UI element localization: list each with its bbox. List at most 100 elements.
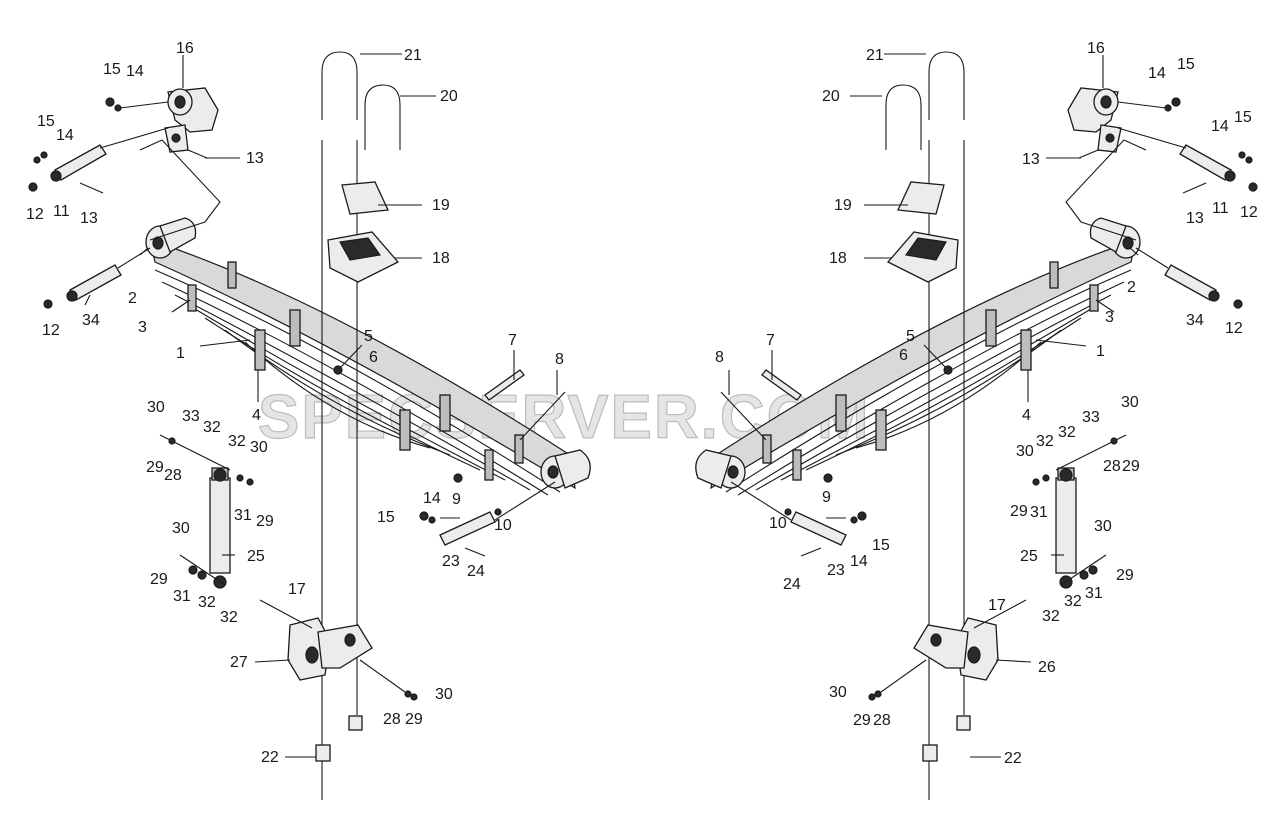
label: 24	[467, 563, 485, 580]
label: 13	[1186, 210, 1204, 227]
label: 19	[834, 197, 852, 214]
label: 31	[1030, 504, 1048, 521]
label: 29	[1116, 567, 1134, 584]
right-labels: 21 20 16 14 15 13 14 15 12 13 11 19 1 8 2…	[715, 40, 1258, 767]
label: 4	[1022, 407, 1031, 424]
label: 29	[853, 712, 871, 729]
label: 29	[1122, 458, 1140, 475]
label: 11	[53, 203, 70, 220]
label: 27	[230, 654, 248, 671]
label: 33	[1082, 409, 1100, 426]
label: 14	[1211, 118, 1229, 135]
label: 22	[1004, 750, 1022, 767]
label: 9	[452, 491, 461, 508]
label: 14	[56, 127, 74, 144]
left-pin-34	[69, 264, 122, 301]
label: 1	[1096, 343, 1105, 360]
left-pad-19	[341, 181, 389, 215]
right-leader-lines	[728, 53, 1139, 758]
label: 29	[405, 711, 423, 728]
left-leaf-spring	[145, 217, 591, 496]
left-shackle-bracket	[164, 87, 219, 153]
label: 32	[228, 433, 246, 450]
label: 11	[1212, 200, 1229, 217]
label: 28	[873, 712, 891, 729]
right-leaf-spring	[695, 217, 1141, 496]
label: 30	[829, 684, 847, 701]
label: 3	[1105, 309, 1114, 326]
label: 2	[128, 290, 137, 307]
label: 6	[899, 347, 908, 364]
label: 32	[1042, 608, 1060, 625]
label: 30	[1094, 518, 1112, 535]
label: 30	[250, 439, 268, 456]
left-nut-22	[315, 744, 331, 762]
label: 20	[822, 88, 840, 105]
label: 25	[247, 548, 265, 565]
label: 21	[866, 47, 884, 64]
label: 19	[432, 197, 450, 214]
label: 31	[234, 507, 252, 524]
label: 33	[182, 408, 200, 425]
label: 12	[42, 322, 60, 339]
label: 16	[1087, 40, 1105, 57]
label: 17	[988, 597, 1006, 614]
label: 15	[377, 509, 395, 526]
label: 32	[198, 594, 216, 611]
label: 34	[1186, 312, 1204, 329]
label: 14	[423, 490, 441, 507]
label: 32	[1064, 593, 1082, 610]
label: 34	[82, 312, 100, 329]
label: 12	[26, 206, 44, 223]
label: 5	[364, 328, 373, 345]
label: 28	[164, 467, 182, 484]
label: 14	[850, 553, 868, 570]
label: 20	[440, 88, 458, 105]
label: 14	[126, 63, 144, 80]
label: 7	[508, 332, 517, 349]
label: 31	[1085, 585, 1103, 602]
label: 29	[1010, 503, 1028, 520]
label: 23	[827, 562, 845, 579]
left-shock-absorber	[159, 434, 254, 589]
label: 15	[1177, 56, 1195, 73]
label: 32	[220, 609, 238, 626]
label: 32	[1058, 424, 1076, 441]
label: 29	[146, 459, 164, 476]
label: 13	[246, 150, 264, 167]
label: 1	[176, 345, 185, 362]
label: 32	[1036, 433, 1054, 450]
label: 3	[138, 319, 147, 336]
label: 15	[872, 537, 890, 554]
label: 30	[172, 520, 190, 537]
label: 15	[1234, 109, 1252, 126]
label: 31	[173, 588, 191, 605]
label: 15	[103, 61, 121, 78]
label: 32	[203, 419, 221, 436]
left-bracket-27	[259, 599, 418, 701]
label: 29	[256, 513, 274, 530]
label: 26	[1038, 659, 1056, 676]
label: 10	[494, 517, 512, 534]
label: 13	[1022, 151, 1040, 168]
label: 2	[1127, 279, 1136, 296]
label: 8	[715, 349, 724, 366]
left-labels: 16 15 14 15 14 13 12 11 13 2 12 34 3 1 2…	[26, 40, 564, 766]
label: 13	[80, 210, 98, 227]
label: 14	[1148, 65, 1166, 82]
label: 8	[555, 351, 564, 368]
left-leader-lines	[84, 53, 558, 758]
label: 5	[906, 328, 915, 345]
label: 29	[150, 571, 168, 588]
label: 4	[252, 407, 261, 424]
label: 30	[435, 686, 453, 703]
label: 10	[769, 515, 787, 532]
label: 23	[442, 553, 460, 570]
label: 28	[1103, 458, 1121, 475]
label: 24	[783, 576, 801, 593]
label: 22	[261, 749, 279, 766]
label: 15	[37, 113, 55, 130]
label: 18	[432, 250, 450, 267]
label: 12	[1240, 204, 1258, 221]
